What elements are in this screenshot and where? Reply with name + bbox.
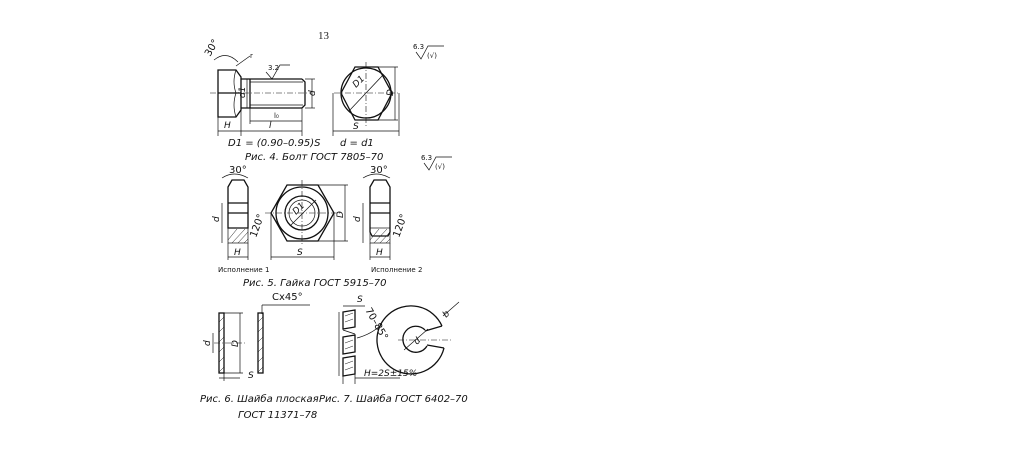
figure-4-bolt: 30° r 3.2 d1 d l₀ l H D1	[203, 38, 444, 163]
bolt-length-label: l	[269, 121, 272, 131]
spring-d-label: d	[412, 336, 423, 347]
nut-D-label: D	[336, 211, 346, 218]
nut2-H-label: H	[376, 248, 383, 258]
nut1-H-label: H	[234, 248, 241, 258]
nut-variant2-label: Исполнение 2	[371, 266, 422, 274]
nut-variant1-label: Исполнение 1	[218, 266, 269, 274]
spring-b-label: b	[441, 309, 452, 320]
fig6-caption-line1: Рис. 6. Шайба плоская	[200, 393, 319, 405]
fig4-formula-d1: D1 = (0.90–0.95)S	[228, 138, 321, 149]
spring-washer-side-view	[342, 309, 356, 377]
washer-d-label: d	[203, 340, 213, 346]
fig5-roughness-value: 6.3	[421, 154, 432, 162]
washer-side-view	[257, 312, 264, 374]
bolt-d1-label: d1	[238, 87, 248, 98]
spring-washer-top-view	[376, 301, 460, 375]
page-number: 13	[318, 30, 329, 42]
nut-variant1-side-view	[227, 179, 249, 244]
nut-end-view: D1	[265, 180, 340, 246]
nut-variant2-side-view	[369, 179, 391, 244]
bolt-D1-label: D1	[351, 74, 367, 90]
thread-roughness-value: 3.2	[268, 64, 279, 72]
fig7-caption: Рис. 7. Шайба ГОСТ 6402–70	[319, 393, 468, 405]
bolt-head-height-label: H	[224, 121, 231, 131]
washer-section-view	[214, 312, 246, 374]
nut-S-label: S	[297, 248, 303, 258]
bolt-S-label: S	[353, 122, 359, 132]
spring-angle-label: 70–85°	[362, 306, 389, 342]
bolt-d-label: d	[308, 90, 318, 96]
nut2-d-label: d	[353, 216, 363, 222]
figure-6-flat-washer: Cx45° d D S Рис. 6. Шайба плоская ГОСТ 1…	[200, 292, 319, 421]
nut2-angle120: 120°	[391, 213, 410, 239]
nut1-d-label: d	[212, 216, 222, 222]
fig4-caption: Рис. 4. Болт ГОСТ 7805–70	[245, 152, 383, 163]
washer-S-label: S	[248, 371, 254, 381]
bolt-D-label: D	[386, 89, 396, 96]
bolt-shank	[241, 78, 306, 109]
fig4-roughness-suffix: (√)	[427, 52, 437, 60]
nut1-angle30: 30°	[229, 165, 247, 176]
fig4-formula-d: d = d1	[340, 138, 374, 149]
roughness-check-icon	[423, 156, 452, 171]
figure-7-spring-washer: S 70–85° H=2S±15% b d Рис. 7.	[319, 295, 468, 405]
fig5-roughness-suffix: (√)	[435, 163, 445, 171]
bolt-fillet-label: r	[250, 52, 253, 60]
washer-chamfer-label: Cx45°	[272, 292, 303, 303]
figure-5-nut: 6.3 (√) 30° 120° d H Исполнение 1	[212, 154, 452, 289]
fig6-caption-line2: ГОСТ 11371–78	[238, 410, 317, 421]
fig5-caption: Рис. 5. Гайка ГОСТ 5915–70	[243, 278, 387, 289]
roughness-check-icon	[415, 45, 444, 60]
spring-S-label: S	[357, 295, 363, 305]
bolt-thread-length-label: l₀	[274, 112, 279, 120]
nut2-angle30: 30°	[370, 165, 388, 176]
nut1-angle120: 120°	[248, 213, 267, 239]
fig4-roughness-value: 6.3	[413, 43, 424, 51]
washer-D-label: D	[231, 340, 241, 347]
bolt-angle-label: 30°	[203, 38, 221, 59]
spring-H-formula: H=2S±15%	[364, 369, 417, 379]
